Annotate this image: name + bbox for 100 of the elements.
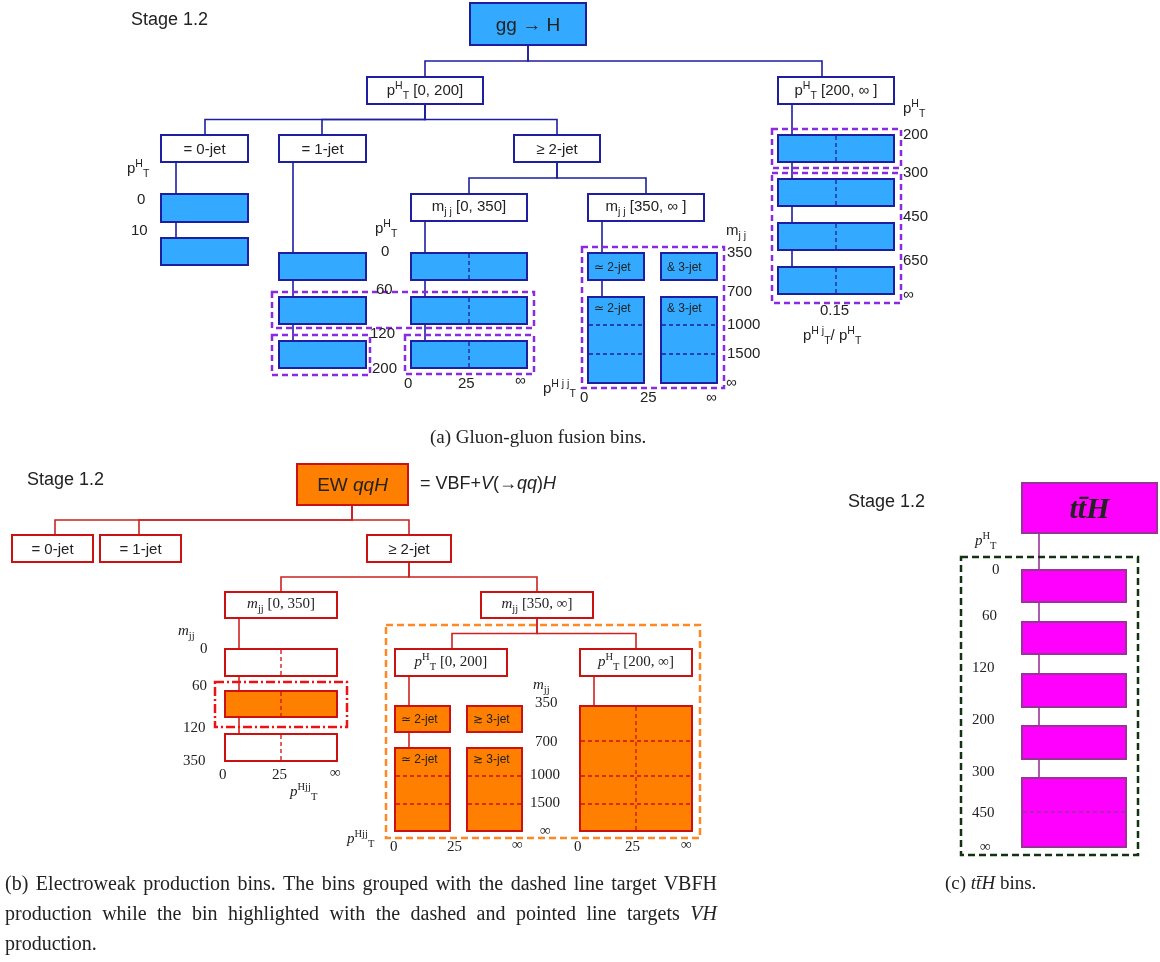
category-box: gg → H [469,2,587,46]
category-box: tt̄H [1021,482,1158,534]
connector-line [791,250,793,267]
connector-line [424,280,426,297]
category-box: = 1-jet [99,534,182,563]
connector-line [1038,533,1040,570]
caption: (b) Electroweak production bins. The bins grouped with the dashed line target VBFH production while the bin highlighted with the dashed and pointed line targets VH production. [5,871,717,957]
axis-tick-label: 300 [972,763,995,780]
category-box: & 3-jet [660,252,718,281]
category-box: ≳ 3-jet [466,705,523,733]
connector-line [424,104,558,135]
axis-tick-label: ∞ [706,389,717,406]
axis-tick-label: 0 [404,375,413,392]
connector-line [1038,707,1040,726]
connector-line [424,221,426,253]
bin-box [777,134,895,163]
axis-title: m$_{j j}$ [726,222,747,242]
category-box: m$_{jj}$ [350, ∞] [480,591,594,619]
axis-tick-label: 60 [192,677,207,694]
connector-line [175,162,177,194]
category-box: & 3-jet [660,296,718,384]
connector-line [408,676,410,706]
axis-tick-label: 1500 [530,794,560,811]
axis-tick-label: 0 [219,766,227,783]
axis-tick-label: 1500 [727,345,761,362]
category-box: ≥ 2-jet [366,534,452,563]
category-box: = 0-jet [160,134,249,163]
axis-tick-label: 0 [580,389,589,406]
connector-line [1038,602,1040,622]
axis-tick-label: 450 [972,804,995,821]
connector-line [1038,654,1040,674]
connector-line [593,676,595,706]
axis-tick-label: 25 [272,766,287,783]
axis-title: m$_{jj}$ [533,676,550,696]
category-box: = 1-jet [278,134,367,163]
axis-tick-label: 1000 [530,766,560,783]
bin-box [278,252,367,281]
connector-line [536,618,637,649]
bin-box [1021,621,1127,655]
axis-tick-label: 25 [458,375,475,392]
bin-box [278,340,367,369]
connector-line [238,618,240,649]
connector-line [408,562,538,592]
axis-tick-label: 450 [903,208,929,225]
category-box: m$_{j j}$ [0, 350] [410,193,528,222]
connector-line [1038,759,1040,778]
connector-line [175,222,177,238]
bin-box [160,237,249,266]
category-box: ≃ 2-jet [394,705,451,733]
axis-tick-label: 200 [372,360,398,377]
connector-line [791,162,793,179]
connector-line [527,45,823,77]
stage-label: Stage 1.2 [27,470,105,490]
stage-label: Stage 1.2 [131,10,209,30]
bin-box [777,222,895,251]
category-box: ≃ 2-jet [394,747,451,832]
connector-line [791,206,793,223]
axis-tick-label: 0 [992,561,1000,578]
axis-tick-label: 350 [535,694,558,711]
category-box: ≥ 2-jet [513,134,601,163]
axis-tick-label: 0 [574,838,582,855]
bin-box [1021,725,1127,760]
connector-line [292,324,294,341]
axis-tick-label: ∞ [903,286,914,303]
category-box: EW qqH [296,463,409,506]
bin-box [224,733,338,762]
axis-tick-label: 0 [200,640,208,657]
connector-line [556,162,647,194]
axis-tick-label: 350 [183,752,206,769]
bin-box [1021,673,1127,708]
category-box: m$_{jj}$ [0, 350] [224,591,338,619]
axis-tick-label: ∞ [681,836,692,853]
axis-tick-label: ∞ [540,822,551,839]
connector-line [791,104,793,135]
axis-tick-label: 60 [982,607,997,624]
stage-label: Stage 1.2 [848,492,926,512]
axis-tick-label: ∞ [515,372,526,389]
connector-line [238,717,240,734]
axis-tick-label: 25 [625,838,640,855]
connector-line [238,676,240,691]
axis-tick-label: 350 [727,244,753,261]
axis-tick-label: 10 [131,222,148,239]
category-box: p$^{H}$$_{T}$ [0, 200] [366,76,484,105]
axis-tick-label: 0.15 [820,302,850,319]
connector-line [601,221,603,253]
axis-tick-label: ∞ [330,764,341,781]
connector-line [292,162,294,253]
axis-tick-label: 0 [390,838,398,855]
axis-tick-label: 300 [903,164,929,181]
bin-box [1021,569,1127,603]
equation-label: = VBF+V(→qq)H [420,473,557,494]
category-box: = 0-jet [11,534,94,563]
axis-tick-label: 0 [381,243,390,260]
caption: (a) Gluon-gluon fusion bins. [430,427,647,448]
category-box: ≃ 2-jet [587,296,645,384]
bin-box [579,705,693,832]
bin-box [278,296,367,325]
axis-tick-label: ∞ [512,836,523,853]
axis-tick-label: 700 [535,733,558,750]
axis-tick-label: 120 [370,325,396,342]
